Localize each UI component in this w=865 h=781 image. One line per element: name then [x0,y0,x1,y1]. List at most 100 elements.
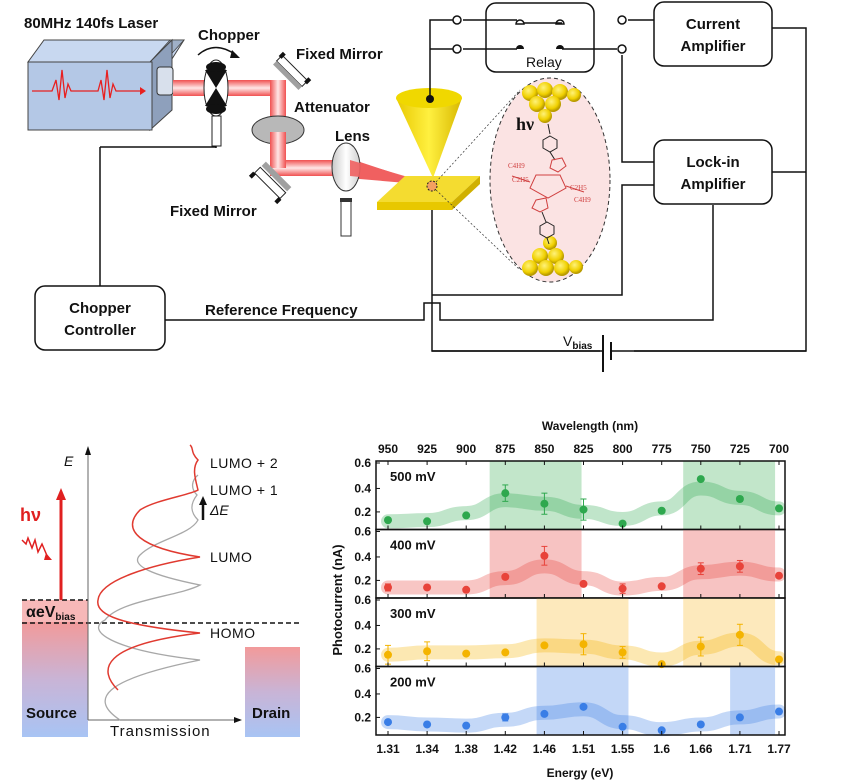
panel-label: 300 mV [390,606,436,621]
data-point [735,495,744,504]
top-x-tick-label: 700 [769,442,789,456]
source-electrode [22,622,88,737]
data-point [540,551,549,560]
experimental-setup: 80MHz 140fs Laser Chopper [24,1,807,372]
transmission-label: Transmission [110,723,211,740]
current-amplifier-label: Current [686,16,740,33]
data-point [579,505,588,514]
gold-cluster-top-icon [522,82,581,123]
data-point [657,726,666,735]
energy-diagram: E Transmission Source Drain αeVbias hν L… [20,444,300,740]
top-x-tick-label: 875 [495,442,515,456]
y-tick-label: 0.6 [354,525,371,539]
y-tick-label: 0.4 [354,481,371,495]
lens [331,142,361,237]
panel-label: 200 mV [390,675,436,690]
data-point [423,517,432,526]
data-point [384,583,392,592]
y-tick-label: 0.6 [354,593,371,607]
terminal-icon [452,15,462,25]
data-point [618,648,627,657]
x-tick-label: 1.42 [494,742,518,756]
data-point [423,720,432,729]
chopper-controller-label: Controller [64,322,136,339]
data-point [540,641,549,650]
lens-label: Lens [335,128,370,145]
molecular-junction-inset: C4H9 C2H5 C2H5 C4H9 hν [435,77,611,283]
transmission-curve-gray [97,474,202,721]
vbias-main: V [563,333,573,349]
data-point [696,475,705,484]
vbias-sub: bias [572,341,592,352]
data-point [462,511,471,520]
vbias-label: Vbias [563,333,593,352]
x-tick-label: 1.34 [415,742,439,756]
top-x-tick-label: 825 [573,442,593,456]
alpha-sub: bias [55,612,75,623]
data-point [696,564,705,573]
bottom-axis-title: Energy (eV) [547,766,614,780]
chopper-label: Chopper [198,27,260,44]
drain-electrode [245,647,300,737]
data-point [501,489,510,498]
data-point [775,571,783,580]
x-tick-label: 1.46 [533,742,557,756]
data-point [735,562,744,571]
fixed-mirror-top [273,51,312,90]
laser-aperture [156,66,174,96]
molecule-structure-icon [511,123,585,245]
data-point [384,516,392,525]
data-point [735,630,744,639]
x-tick-label: 1.6 [653,742,670,756]
panel-frame [375,665,786,736]
data-point [462,585,471,594]
data-point [423,647,432,656]
x-tick-label: 1.71 [728,742,752,756]
x-tick-label: 1.77 [767,742,791,756]
data-point [384,650,392,659]
data-point [775,707,783,716]
substituent-label: C2H5 [570,184,587,192]
data-point [462,721,471,730]
level-lumo1: LUMO + 1 [210,482,278,498]
data-point [501,572,510,581]
molecule-substituent-labels: C4H9 C2H5 C2H5 C4H9 [508,162,591,204]
pulse-waveform-icon [32,69,140,101]
data-point [696,720,705,729]
delta-e-label: ΔE [209,502,229,518]
y-axis-title: Photocurrent (nA) [330,544,345,655]
top-axis-title: Wavelength (nm) [542,419,638,433]
top-x-tick-label: 950 [378,442,398,456]
terminal-icon [617,15,627,25]
y-tick-label: 0.4 [354,550,371,564]
panel-label: 500 mV [390,469,436,484]
fixed-mirror-bottom-label: Fixed Mirror [170,203,257,220]
data-point [540,499,549,508]
drain-label: Drain [252,705,290,722]
level-lumo: LUMO [210,549,252,565]
data-point [501,648,510,657]
data-point [462,649,471,658]
panel-label: 400 mV [390,538,436,553]
top-x-tick-label: 925 [417,442,437,456]
y-tick-label: 0.6 [354,662,371,676]
lockin-amplifier: Lock-in Amplifier [653,139,773,205]
data-point [618,584,627,593]
photocurrent-chart: Wavelength (nm) Energy (eV) Photocurrent… [330,419,791,780]
level-lumo2: LUMO + 2 [210,455,278,471]
data-point [775,504,783,513]
relay-label: Relay [526,54,562,70]
terminal-icon [617,44,627,54]
substituent-label: C4H9 [574,196,591,204]
lockin-amplifier-label: Amplifier [680,176,745,193]
x-tick-label: 1.55 [611,742,635,756]
source-label: Source [26,705,77,722]
chopper-controller-label: Chopper [69,300,131,317]
top-x-tick-label: 775 [652,442,672,456]
data-point [657,582,666,591]
bias-battery-icon [432,335,806,372]
stm-tip [396,88,462,178]
hv-label: hν [20,505,41,525]
data-point [735,713,744,722]
chopper-controller: Chopper Controller [34,285,166,351]
